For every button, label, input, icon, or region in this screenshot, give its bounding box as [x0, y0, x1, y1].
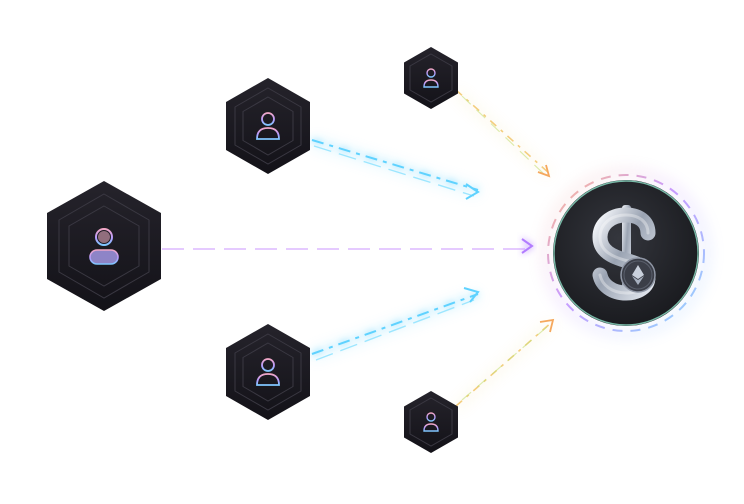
user-node-mid-bottom [226, 324, 310, 420]
user-node-large [47, 181, 161, 311]
ethereum-coin-icon [620, 257, 656, 293]
user-icon [256, 358, 280, 386]
hub-dashed-ring [547, 174, 705, 332]
user-node-small-top [404, 47, 458, 109]
user-icon [256, 112, 280, 140]
flow-yellow-top [454, 89, 552, 178]
flow-lines [162, 89, 555, 411]
flow-purple [162, 238, 534, 254]
user-icon [423, 68, 439, 88]
flow-yellow-bottom [453, 318, 555, 411]
user-icon [423, 412, 439, 432]
user-node-mid-top [226, 78, 310, 174]
payment-hub [541, 168, 711, 338]
user-icon [89, 228, 119, 265]
user-node-small-bottom [404, 391, 458, 453]
flow-cyan-bottom [310, 287, 480, 361]
flow-cyan-top [310, 138, 480, 200]
